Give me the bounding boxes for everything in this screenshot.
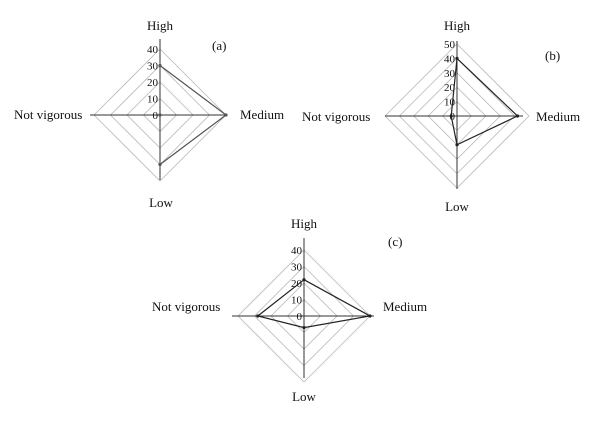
radial-tick-label: 30 (291, 262, 303, 274)
grid-ring (237, 249, 371, 383)
radial-tick-label: 0 (450, 111, 456, 123)
category-label: Low (445, 199, 469, 214)
radial-tick-label: 0 (297, 311, 303, 323)
category-label: Not vigorous (14, 107, 82, 122)
category-label: Not vigorous (302, 109, 370, 124)
radial-tick-label: 50 (444, 39, 456, 51)
category-label: High (444, 18, 471, 33)
category-label: Medium (240, 107, 284, 122)
radial-tick-label: 20 (291, 278, 303, 290)
series-point (302, 278, 306, 282)
category-label: Not vigorous (152, 299, 220, 314)
radial-tick-label: 10 (444, 97, 456, 109)
category-label: Low (292, 389, 316, 404)
series-point (158, 162, 162, 167)
radial-tick-label: 40 (147, 44, 159, 56)
series-point (158, 63, 162, 68)
category-label: Low (149, 195, 173, 210)
series-point (224, 113, 228, 117)
series-point (158, 113, 162, 117)
radial-tick-label: 40 (444, 53, 456, 65)
grid-ring (93, 48, 227, 182)
radial-tick-label: 40 (291, 245, 303, 257)
category-label: Medium (536, 109, 580, 124)
category-label: Medium (383, 299, 427, 314)
series-point (455, 56, 459, 61)
radial-tick-label: 20 (147, 77, 159, 89)
series-point (515, 114, 520, 118)
series-polygon (256, 278, 372, 329)
radial-tick-label: 0 (153, 110, 159, 122)
category-label: High (291, 216, 318, 231)
series-point (256, 314, 260, 318)
radial-tick-label: 30 (147, 61, 159, 73)
series-point (449, 114, 453, 118)
category-label: High (147, 18, 174, 33)
panel-label: (c) (388, 234, 402, 249)
radial-tick-label: 30 (444, 68, 456, 80)
radial-tick-label: 10 (291, 295, 303, 307)
radial-tick-label: 10 (147, 94, 159, 106)
series-point (368, 314, 372, 318)
panel-label: (a) (212, 38, 226, 53)
series-point (455, 143, 459, 147)
panel-label: (b) (545, 48, 560, 63)
radial-tick-label: 20 (444, 82, 456, 94)
series-point (302, 326, 306, 330)
